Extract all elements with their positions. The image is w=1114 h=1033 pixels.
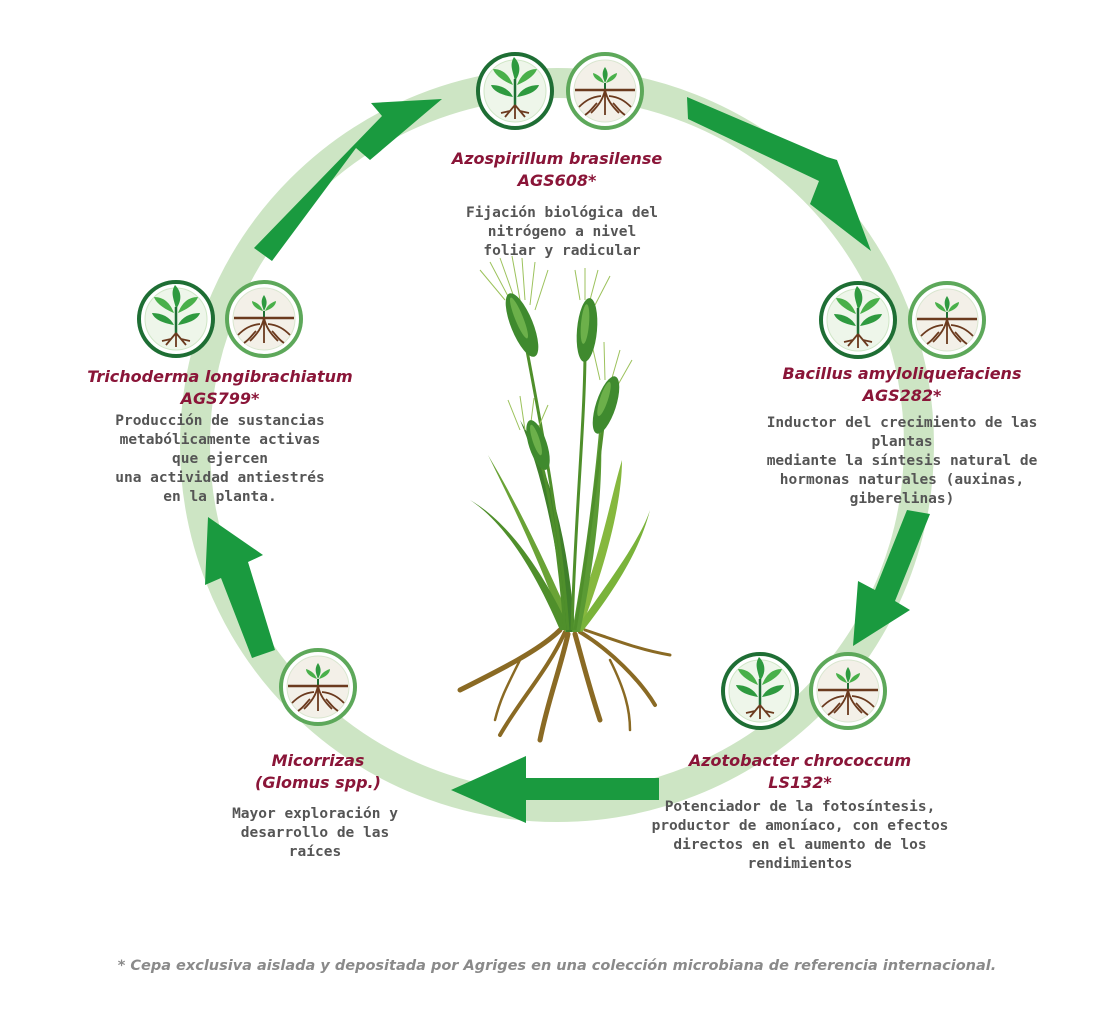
stage-azotobacter-description: Potenciador de la fotosíntesis, producto… (618, 798, 982, 874)
root-plant-icon (279, 648, 357, 726)
arrow-right (853, 510, 930, 646)
stage-trichoderma-title: Trichoderma longibrachiatum AGS799* (50, 366, 390, 410)
leaf-plant-icon (721, 652, 799, 730)
stage-code: AGS282* (862, 386, 942, 405)
description-line: nitrógeno a nivel (487, 224, 637, 240)
description-line: Inductor del crecimiento de las (766, 415, 1038, 431)
description-line: directos en el aumento de los (673, 837, 927, 853)
description-line: Producción de sustancias (115, 413, 325, 429)
wheat-plant-illustration (457, 255, 672, 743)
arrow-top-left (254, 99, 442, 261)
description-line: productor de amoníaco, con efectos (651, 818, 949, 834)
description-line: Mayor exploración y (232, 806, 398, 822)
root-plant-icon (225, 280, 303, 358)
stage-trichoderma-description: Producción de sustancias metabólicamente… (70, 412, 370, 507)
stage-azospirillum-title: Azospirillum brasilense AGS608* (407, 148, 707, 192)
stage-name: Azotobacter chrococcum (688, 751, 912, 770)
root-plant-icon (809, 652, 887, 730)
stage-code: LS132* (768, 773, 832, 792)
leaf-plant-icon (819, 281, 897, 359)
description-line: una actividad antiestrés (115, 470, 325, 486)
footnote: * Cepa exclusiva aislada y depositada po… (117, 958, 997, 974)
arrow-top-right (687, 97, 871, 251)
stage-name: Bacillus amyloliquefaciens (782, 364, 1022, 383)
description-line: foliar y radicular (483, 243, 641, 259)
description-line: hormonas naturales (auxinas, (779, 472, 1025, 488)
description-line: mediante la síntesis natural de (766, 453, 1038, 469)
cycle-arrows (205, 97, 930, 823)
stage-bacillus-title: Bacillus amyloliquefaciens AGS282* (742, 363, 1062, 407)
stage-name: Trichoderma longibrachiatum (87, 367, 353, 386)
stage-code: (Glomus spp.) (255, 773, 381, 792)
stage-micorrizas-title: Micorrizas (Glomus spp.) (198, 750, 438, 794)
stage-name: Micorrizas (271, 751, 365, 770)
stage-azospirillum-description: Fijación biológica del nitrógeno a nivel… (412, 204, 712, 261)
stage-micorrizas-description: Mayor exploración y desarrollo de las ra… (190, 805, 440, 862)
arrow-left (205, 517, 275, 658)
description-line: en la planta. (163, 489, 277, 505)
description-line: plantas (871, 434, 933, 450)
description-line: raíces (288, 844, 342, 860)
stage-azotobacter-title: Azotobacter chrococcum LS132* (650, 750, 950, 794)
leaf-plant-icon (476, 52, 554, 130)
root-plant-icon (566, 52, 644, 130)
description-line: Fijación biológica del (465, 205, 659, 221)
description-line: Potenciador de la fotosíntesis, (664, 799, 936, 815)
stage-code: AGS608* (517, 171, 597, 190)
description-line: giberelinas) (849, 491, 955, 507)
description-line: que ejercen (171, 451, 269, 467)
arrow-bottom (451, 756, 659, 823)
icons-micorrizas (279, 648, 357, 726)
stage-code: AGS799* (180, 389, 260, 408)
cycle-ring (180, 68, 934, 822)
description-line: metabólicamente activas (119, 432, 321, 448)
description-line: desarrollo de las (240, 825, 390, 841)
stage-name: Azospirillum brasilense (451, 149, 663, 168)
root-plant-icon (908, 281, 986, 359)
leaf-plant-icon (137, 280, 215, 358)
stage-bacillus-description: Inductor del crecimiento de las plantas … (742, 414, 1062, 509)
description-line: rendimientos (747, 856, 853, 872)
